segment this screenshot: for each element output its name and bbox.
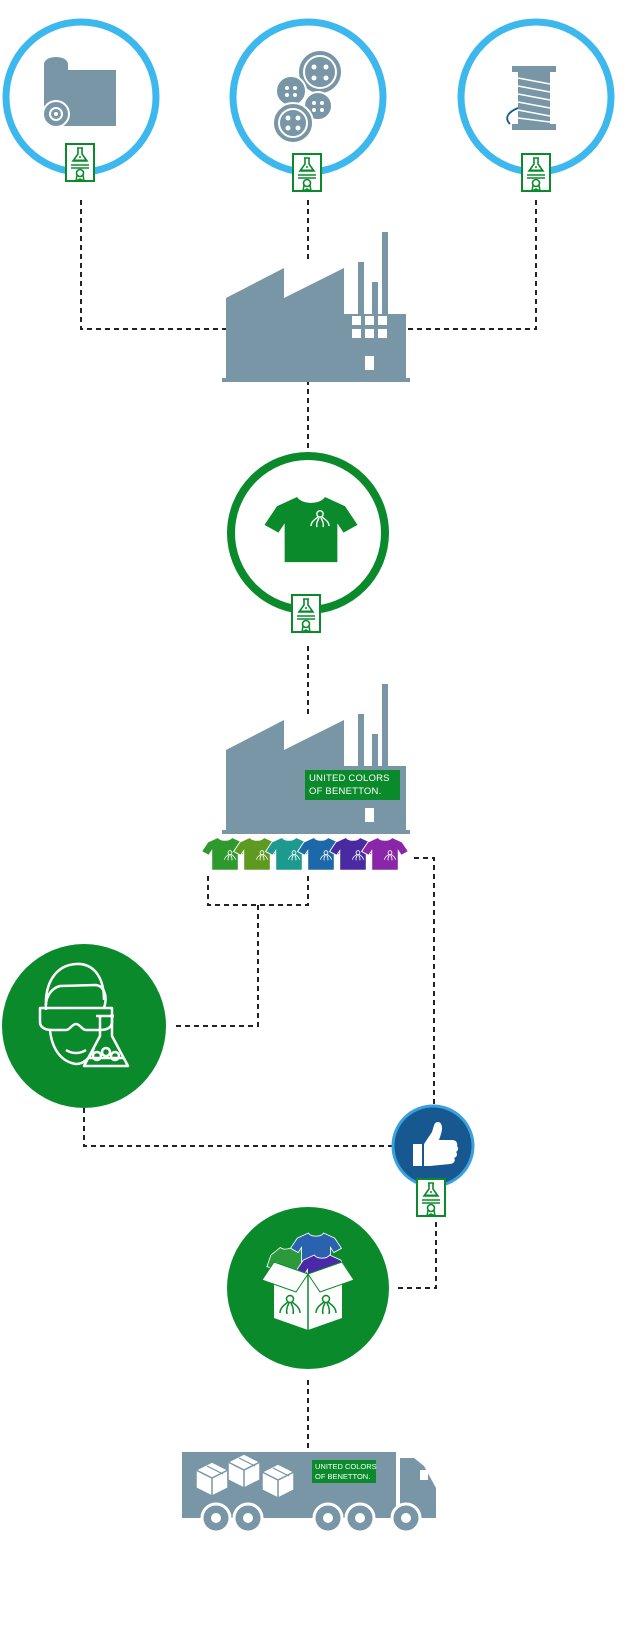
box-icon — [195, 1461, 229, 1497]
lab-certificate-icon — [292, 153, 322, 192]
box-icon — [261, 1463, 295, 1499]
connector-shirts-lab — [172, 876, 309, 1027]
truck-brand-line-2: OF BENETTON. — [315, 1472, 370, 1481]
brand-line-2: OF BENETTON. — [309, 786, 381, 797]
lab-testing — [2, 944, 166, 1108]
fabric-roll-icon — [42, 57, 116, 128]
material-buttons — [229, 18, 387, 192]
lab-certificate-icon — [416, 1178, 446, 1217]
box-icon — [227, 1453, 261, 1489]
thumbs-up-icon — [413, 1122, 459, 1166]
lab-certificate-icon — [521, 153, 551, 192]
connector-lab-approval — [83, 1108, 392, 1147]
tshirt-sample — [227, 452, 389, 633]
connector-shirts-approval — [414, 857, 435, 1104]
lab-technician-icon — [38, 962, 130, 1068]
connectors — [80, 200, 537, 1448]
truck-brand-line-1: UNITED COLORS — [315, 1462, 377, 1471]
benetton-factory: UNITED COLORS OF BENETTON. — [222, 684, 410, 834]
brand-sign — [305, 770, 400, 800]
connector-thread-factory — [405, 200, 537, 330]
approval — [391, 1104, 475, 1217]
product-box-icon — [261, 1261, 355, 1330]
tshirt-icon — [361, 836, 409, 871]
material-thread — [457, 18, 615, 192]
lab-certificate-icon — [291, 594, 321, 633]
lab-certificate-icon — [65, 143, 95, 182]
material-fabric — [2, 18, 160, 182]
supplier-factory — [222, 232, 410, 382]
connector-approval-box — [398, 1222, 437, 1289]
delivery-truck: UNITED COLORS OF BENETTON. — [182, 1452, 436, 1534]
truck-brand-sign — [312, 1460, 376, 1483]
thread-spool-icon — [506, 66, 556, 130]
packaged-product — [227, 1207, 389, 1369]
connector-fabric-factory — [80, 200, 226, 330]
brand-line-1: UNITED COLORS — [309, 773, 390, 784]
buttons-icon — [272, 49, 343, 144]
tshirt-color-row — [201, 836, 409, 871]
